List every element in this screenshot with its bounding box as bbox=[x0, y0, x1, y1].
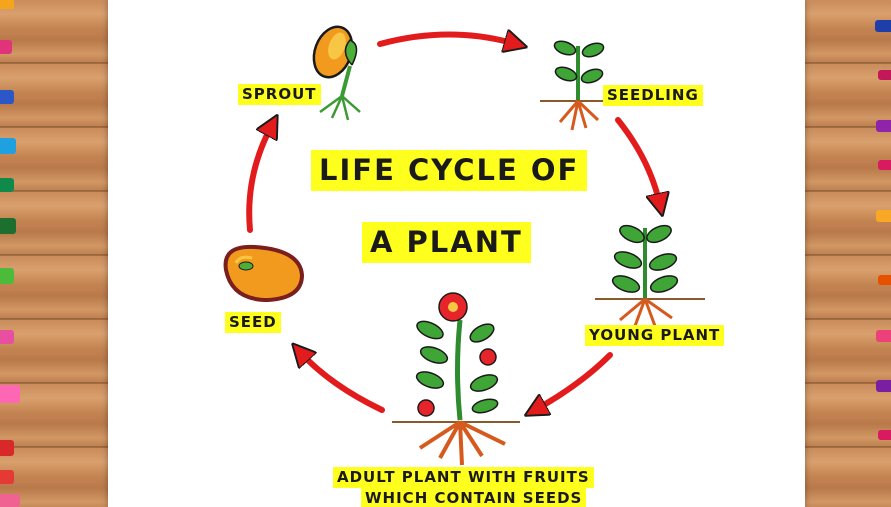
adult-plant-illustration bbox=[392, 292, 520, 466]
arrow-sprout-to-seedling bbox=[377, 35, 516, 45]
marker-pens-right bbox=[875, 20, 891, 440]
label-seed: SEED bbox=[225, 312, 281, 333]
young-plant-illustration bbox=[595, 224, 705, 327]
label-adult-plant-line-2: WHICH CONTAIN SEEDS bbox=[361, 488, 587, 507]
marker-pens-left bbox=[0, 0, 20, 507]
label-seedling: SEEDLING bbox=[603, 85, 703, 106]
wood-background-right bbox=[805, 0, 891, 507]
label-sprout: SPROUT bbox=[238, 84, 321, 105]
diagram-title-line-2: A PLANT bbox=[362, 222, 531, 263]
seedling-illustration bbox=[540, 40, 615, 131]
diagram-title-line-1: LIFE CYCLE OF bbox=[311, 150, 588, 191]
arrow-adult-to-seed bbox=[300, 352, 385, 413]
seed-illustration bbox=[223, 244, 305, 303]
arrow-seed-to-sprout bbox=[246, 125, 272, 233]
label-adult-plant-line-1: ADULT PLANT WITH FRUITS bbox=[333, 467, 594, 488]
label-young-plant: YOUNG PLANT bbox=[585, 325, 725, 346]
wood-background-left bbox=[0, 0, 108, 507]
arrow-seedling-to-young-plant bbox=[615, 117, 660, 205]
arrow-young-plant-to-adult bbox=[535, 352, 613, 410]
sprout-illustration bbox=[312, 25, 361, 121]
